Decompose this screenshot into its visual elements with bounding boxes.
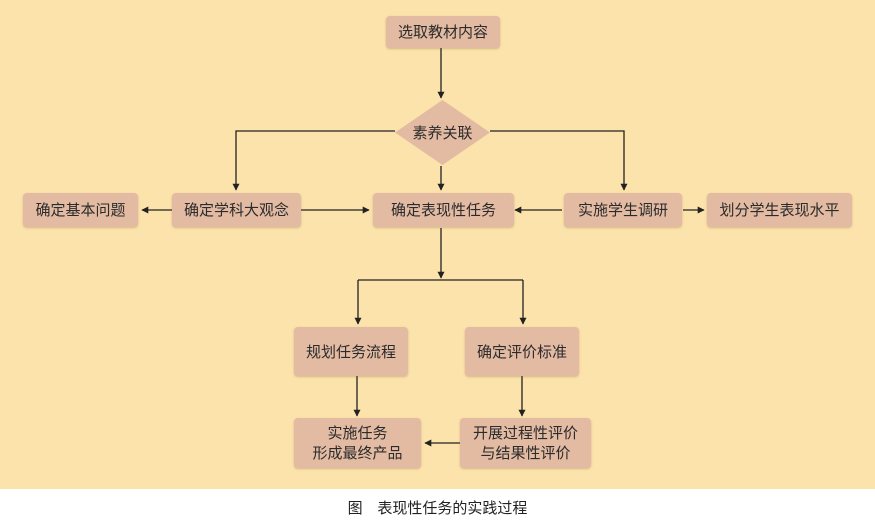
node-implement-task: 实施任务 形成最终产品 <box>294 418 421 468</box>
node-eval-standard-label: 确定评价标准 <box>476 342 567 361</box>
node-select-content-label: 选取教材内容 <box>397 23 488 41</box>
node-performance-task: 确定表现性任务 <box>373 193 514 227</box>
node-big-idea-label: 确定学科大观念 <box>183 201 289 219</box>
edge-literacy-to-big-idea <box>232 130 395 191</box>
edge-literacy-to-survey <box>490 130 628 191</box>
flowchart-canvas: 选取教材内容 素养关联 确定基本问题 确定学科大观念 确定表现性任务 实施学生调… <box>0 0 875 489</box>
node-select-content: 选取教材内容 <box>386 16 500 48</box>
node-task-flow-label: 规划任务流程 <box>305 342 396 361</box>
node-basic-question-label: 确定基本问题 <box>35 201 126 219</box>
node-basic-question: 确定基本问题 <box>23 193 138 227</box>
node-task-flow: 规划任务流程 <box>294 327 408 376</box>
node-literacy-link-diamond <box>395 100 490 165</box>
node-process-eval-line1: 开展过程性评价 <box>472 424 578 442</box>
node-implement-task-line2: 形成最终产品 <box>312 444 403 462</box>
node-big-idea: 确定学科大观念 <box>172 193 301 227</box>
node-performance-task-label: 确定表现性任务 <box>390 201 496 219</box>
node-eval-standard: 确定评价标准 <box>465 327 579 376</box>
node-student-survey: 实施学生调研 <box>564 193 682 227</box>
node-student-level-label: 划分学生表现水平 <box>719 201 840 219</box>
node-implement-task-line1: 实施任务 <box>327 424 388 442</box>
node-process-eval-line2: 与结果性评价 <box>480 444 571 462</box>
node-student-survey-label: 实施学生调研 <box>577 201 668 219</box>
node-literacy-link: 素养关联 <box>395 100 490 165</box>
figure-caption: 图 表现性任务的实践过程 <box>347 499 528 517</box>
flowchart-connectors <box>141 48 705 447</box>
node-literacy-link-label: 素养关联 <box>412 124 473 142</box>
node-process-eval: 开展过程性评价 与结果性评价 <box>460 418 591 468</box>
node-student-level: 划分学生表现水平 <box>707 193 852 227</box>
